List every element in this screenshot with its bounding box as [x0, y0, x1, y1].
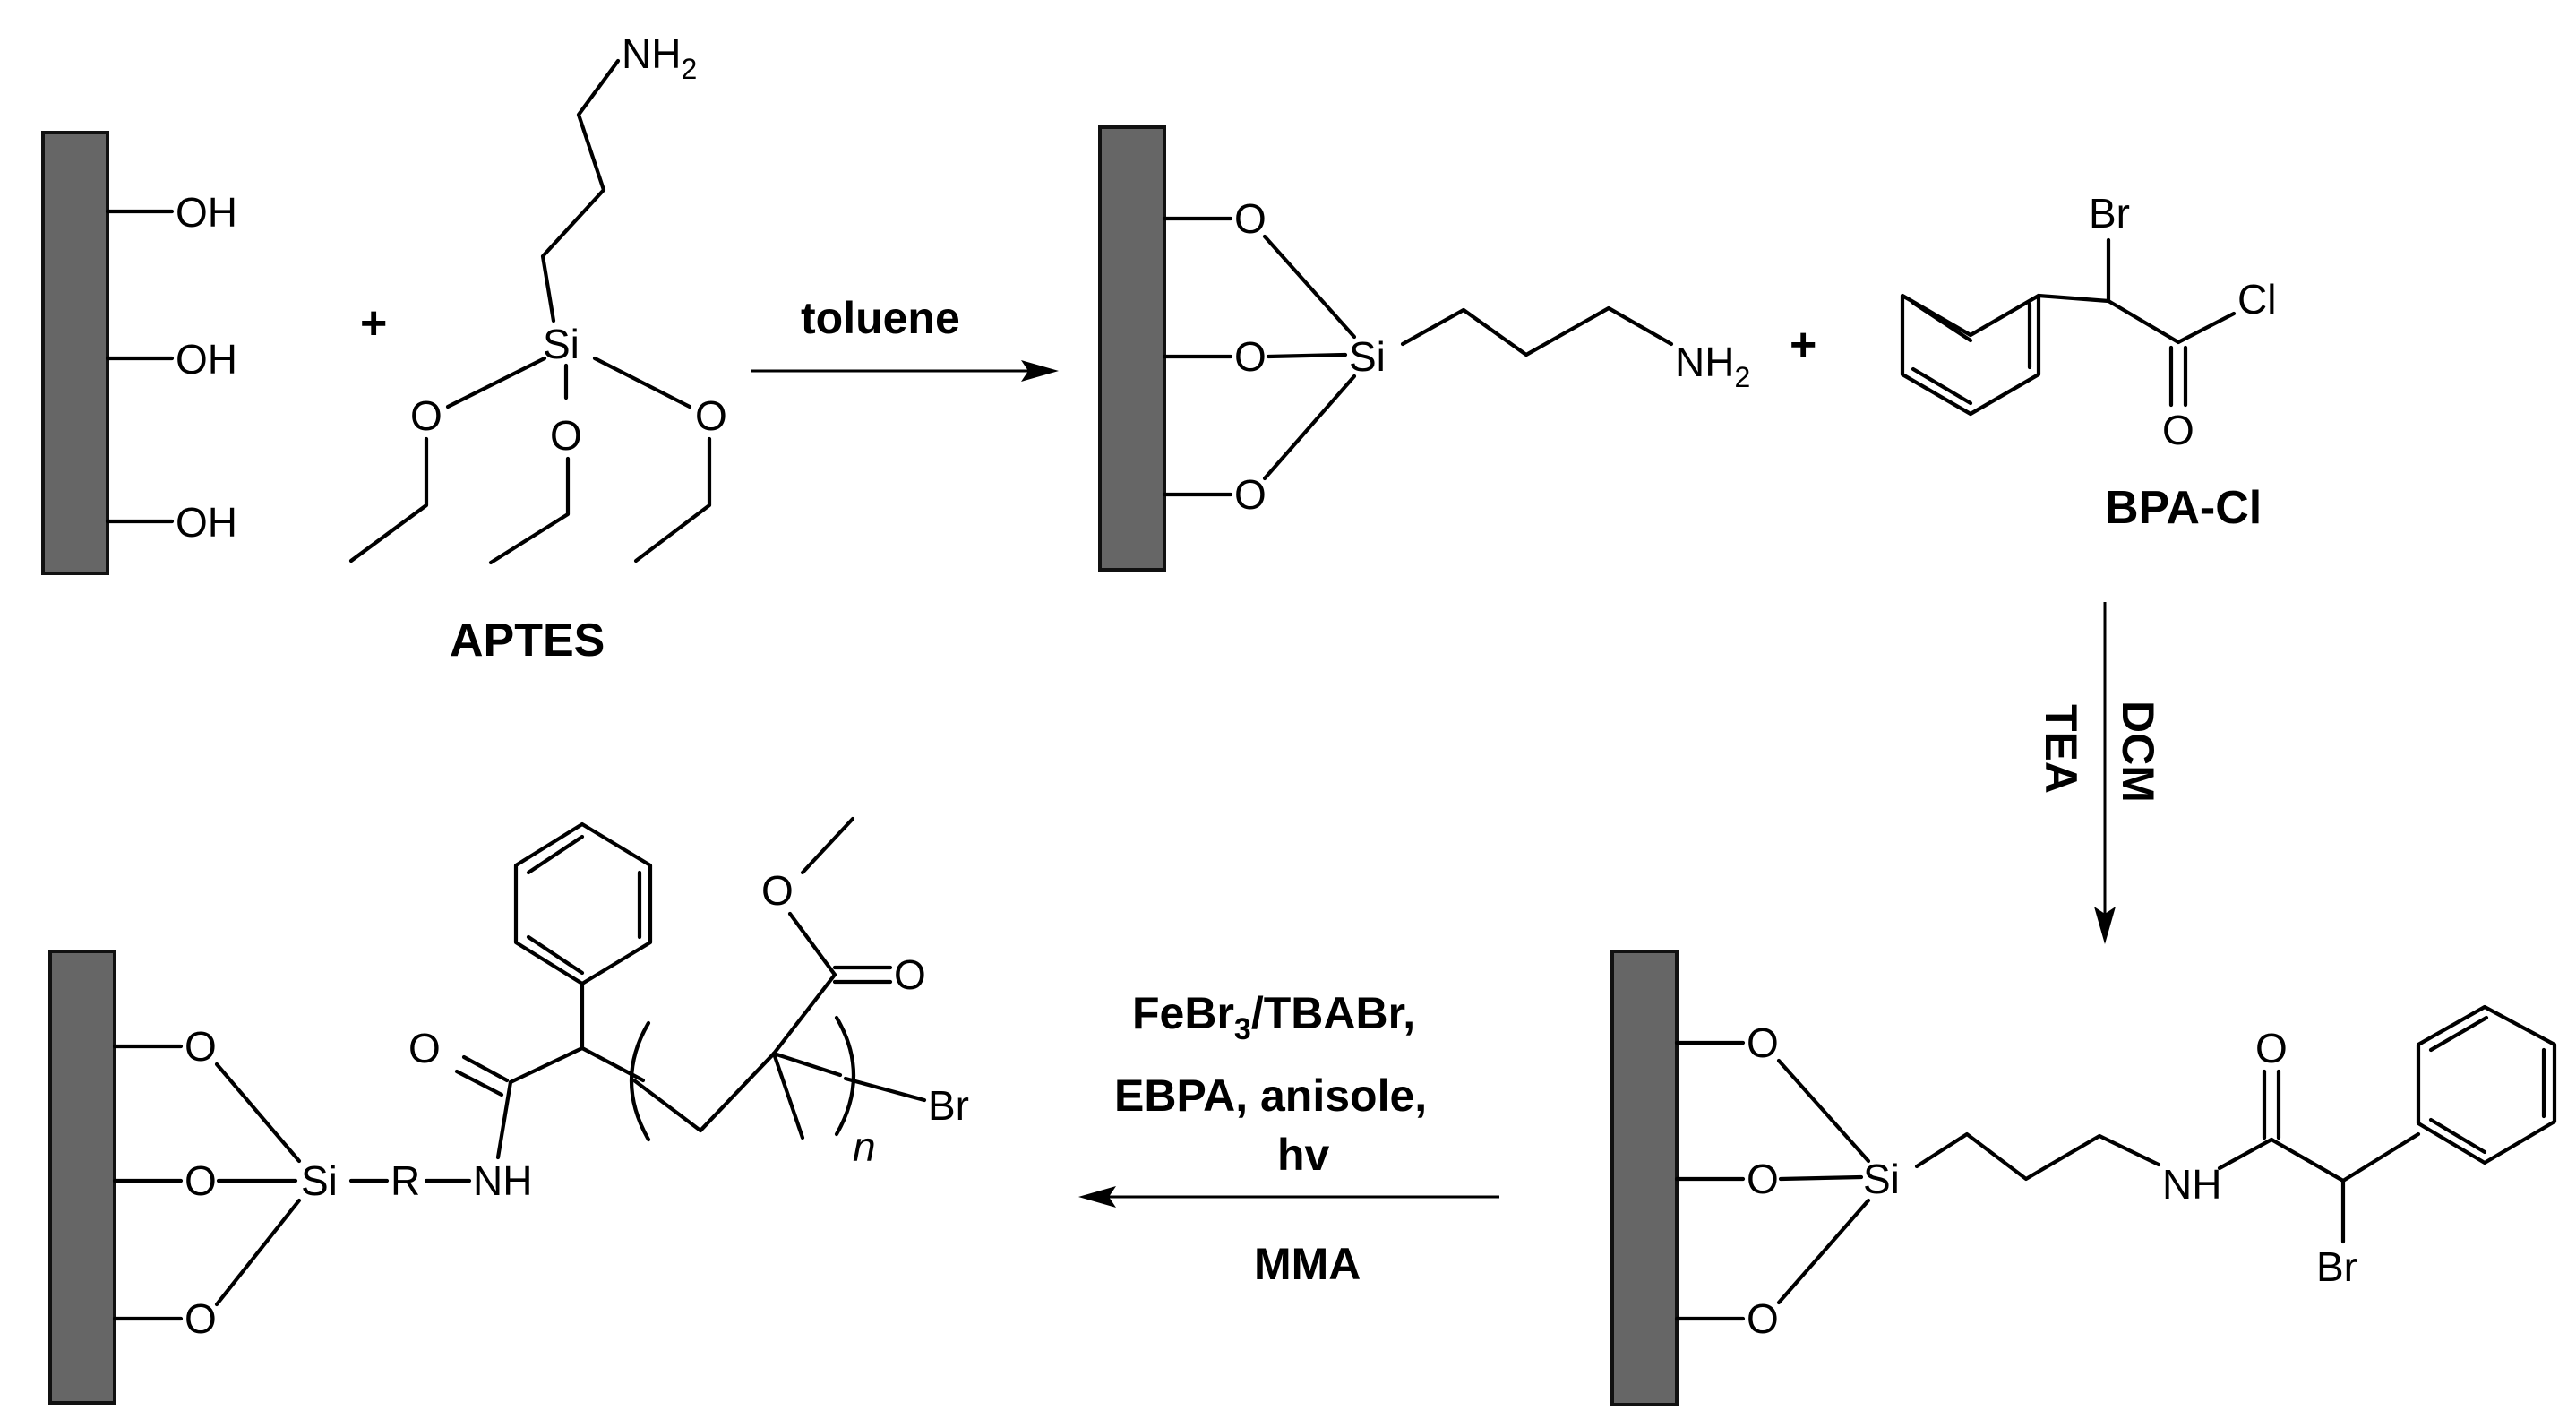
aptes-modified-substrate: O O O Si NH2 [1098, 125, 1750, 572]
aptes-name-label: APTES [450, 615, 605, 666]
plus-sign-2: + [1790, 319, 1816, 371]
brush-ester-o-label: O [761, 867, 794, 914]
bpa-cl-molecule: Br Cl O BPA-Cl [1900, 190, 2276, 534]
brush-carbonyl-o-label: O [408, 1025, 441, 1071]
initiator-surface-o-3: O [1747, 1295, 1779, 1342]
surface-o-2: O [1234, 333, 1267, 380]
brush-r-label: R [391, 1157, 420, 1204]
surface-o-1: O [1234, 195, 1267, 242]
brush-nh-label: NH [473, 1157, 532, 1204]
condition-mma: MMA [1254, 1239, 1361, 1289]
condition-febr3-tbabr: FeBr3/TBABr, [1132, 988, 1415, 1046]
hydroxylated-substrate: OH OH OH [41, 131, 237, 575]
aptes-o-mid: O [550, 412, 582, 459]
brush-surface-o-3: O [185, 1295, 217, 1342]
aptes-si-label: Si [543, 321, 580, 367]
initiator-surface-o-1: O [1747, 1019, 1779, 1066]
aptes-nh2-label: NH2 [622, 30, 697, 85]
bpa-cl-name-label: BPA-Cl [2105, 482, 2262, 534]
surface-si-label: Si [1349, 333, 1386, 380]
aptes-molecule: NH2 Si O O O APTES [348, 30, 727, 666]
hydroxyl-label-1: OH [176, 189, 237, 236]
initiator-carbonyl-o-label: O [2255, 1025, 2288, 1071]
brush-si-label: Si [301, 1157, 338, 1204]
aptes-o-left: O [410, 392, 442, 439]
brush-repeat-n-label: n [853, 1123, 876, 1170]
brush-br-label: Br [928, 1082, 969, 1129]
plus-sign-1: + [360, 297, 387, 349]
condition-dcm: DCM [2113, 701, 2163, 803]
condition-hv: hv [1277, 1130, 1330, 1180]
condition-tea: TEA [2036, 704, 2086, 794]
substrate-block-4 [48, 950, 116, 1405]
aptes-o-right: O [695, 392, 727, 439]
substrate-block-1 [41, 131, 109, 575]
initiator-surface-o-2: O [1747, 1156, 1779, 1202]
amine-nh2-label: NH2 [1675, 339, 1750, 393]
substrate-block-2 [1098, 125, 1166, 572]
reaction-arrow-toluene: toluene [751, 293, 1059, 382]
bpa-br-label: Br [2089, 190, 2130, 236]
pmma-brush-product: O O O Si R NH O Br n O O [48, 816, 969, 1405]
initiator-functionalized-substrate: O O O Si NH O Br [1610, 950, 2557, 1406]
brush-surface-o-2: O [185, 1157, 217, 1204]
initiator-nh-label: NH [2162, 1161, 2221, 1208]
hydroxyl-label-3: OH [176, 499, 237, 546]
bpa-carbonyl-o-label: O [2162, 407, 2194, 453]
condition-toluene: toluene [801, 293, 960, 343]
hydroxyl-label-2: OH [176, 336, 237, 383]
reaction-arrow-atrp: FeBr3/TBABr, EBPA, anisole, hv MMA [1078, 988, 1499, 1289]
condition-ebpa-anisole: EBPA, anisole, [1114, 1071, 1427, 1121]
reaction-arrow-dcm-tea: DCM TEA [2036, 602, 2163, 944]
substrate-block-3 [1610, 950, 1679, 1406]
initiator-si-label: Si [1863, 1156, 1900, 1202]
brush-ester-carbonyl-o-label: O [894, 951, 926, 998]
bpa-cl-label: Cl [2237, 276, 2276, 322]
initiator-br-label: Br [2316, 1243, 2357, 1290]
surface-o-3: O [1234, 471, 1267, 518]
brush-surface-o-1: O [185, 1023, 217, 1070]
